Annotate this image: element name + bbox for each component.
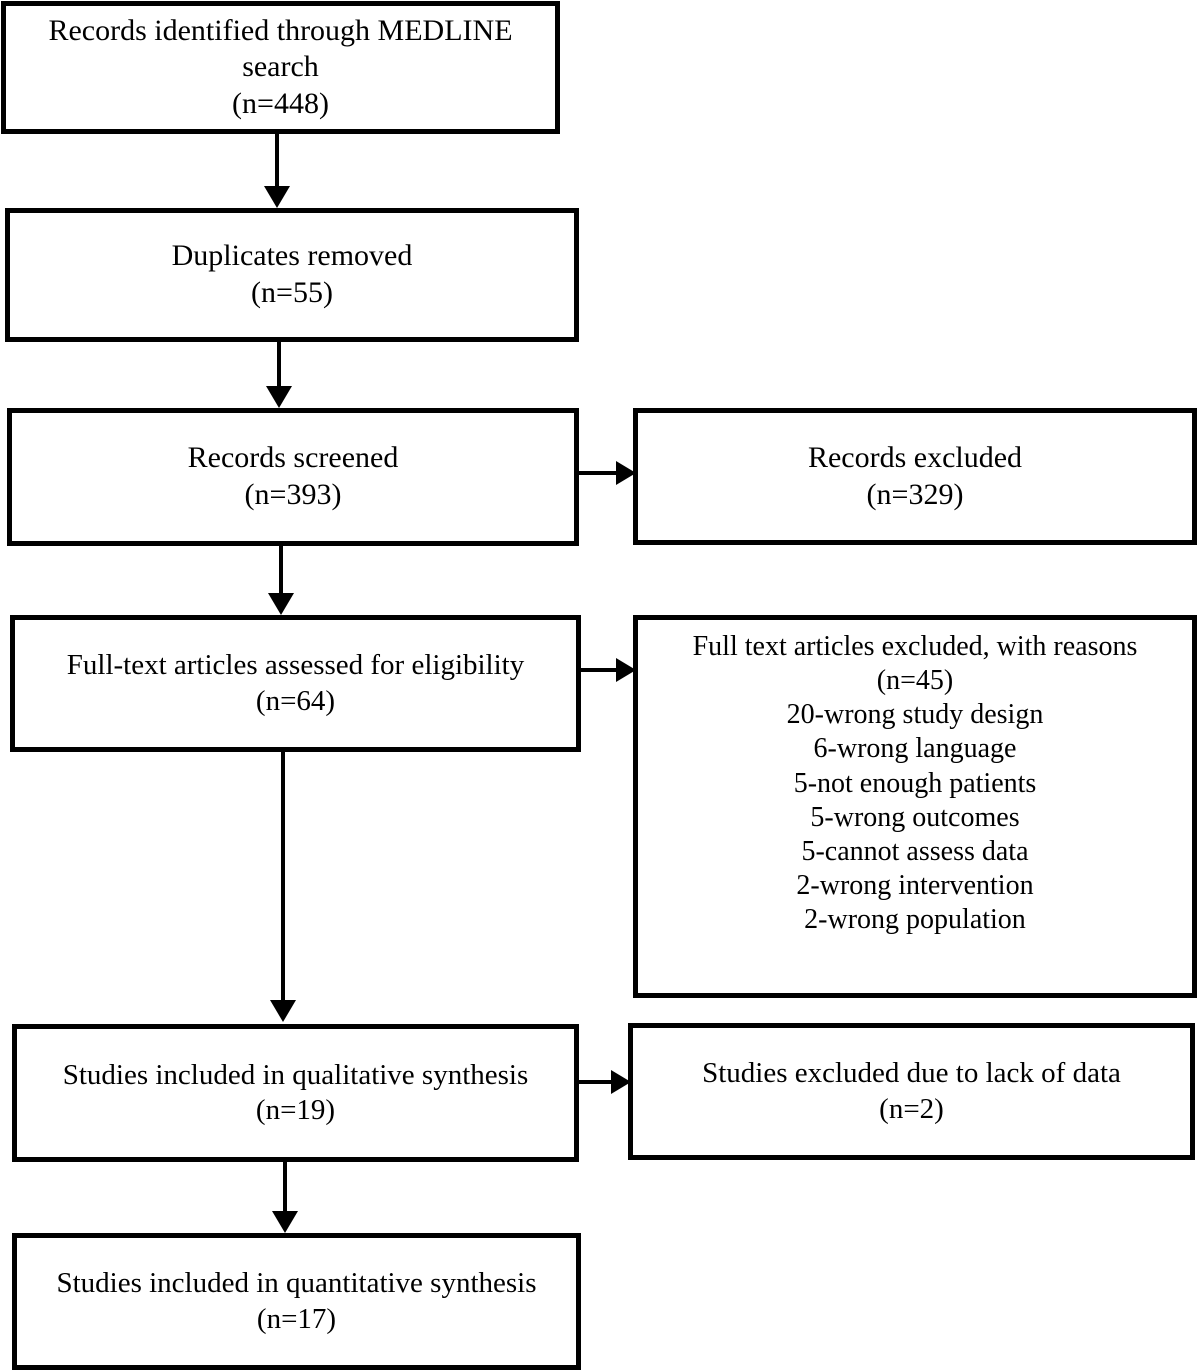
node-duplicates-removed: Duplicates removed (n=55) [5, 208, 579, 342]
connector-fulltext-to-qualitative-line [281, 752, 285, 1004]
arrow-down-icon-fulltext-to-qualitative [270, 1000, 296, 1022]
node-records-screened-label: Records screened (n=393) [187, 441, 399, 511]
node-records-excluded-label: Records excluded (n=329) [807, 440, 1023, 511]
node-studies-excluded-lack-of-data: Studies excluded due to lack of data (n=… [628, 1023, 1195, 1160]
arrow-down-icon-screened-to-fulltext [268, 593, 294, 615]
connector-fulltext-to-fulltext-excluded-line [581, 668, 619, 672]
node-qualitative-synthesis: Studies included in qualitative synthesi… [12, 1024, 579, 1162]
arrow-right-icon-fulltext-to-fulltext-excluded [616, 658, 636, 682]
connector-screened-to-fulltext-line [279, 546, 283, 596]
arrow-right-icon-screened-to-records-excluded [616, 461, 636, 485]
node-studies-excluded-lack-of-data-label: Studies excluded due to lack of data (n=… [702, 1057, 1121, 1125]
connector-qualitative-to-quantitative-line [283, 1162, 287, 1214]
node-fulltext-assessed: Full-text articles assessed for eligibil… [10, 615, 581, 752]
arrow-down-icon-identified-to-duplicates [264, 186, 290, 208]
node-fulltext-assessed-label: Full-text articles assessed for eligibil… [66, 649, 525, 717]
node-records-excluded: Records excluded (n=329) [633, 408, 1197, 545]
arrow-down-icon-duplicates-to-screened [266, 386, 292, 408]
node-quantitative-synthesis: Studies included in quantitative synthes… [12, 1233, 581, 1370]
node-qualitative-synthesis-label: Studies included in qualitative synthesi… [62, 1058, 529, 1126]
arrow-right-icon-qualitative-to-lack-of-data [611, 1070, 631, 1094]
node-duplicates-removed-label: Duplicates removed (n=55) [171, 239, 413, 309]
connector-screened-to-records-excluded-line [579, 471, 619, 475]
connector-identified-to-duplicates-line [275, 134, 279, 189]
node-records-identified-label: Records identified through MEDLINE searc… [48, 13, 513, 120]
node-fulltext-excluded-label: Full text articles excluded, with reason… [692, 631, 1138, 936]
arrow-down-icon-qualitative-to-quantitative [272, 1211, 298, 1233]
connector-qualitative-to-lack-of-data-line [579, 1080, 615, 1084]
node-records-screened: Records screened (n=393) [7, 408, 579, 546]
connector-duplicates-to-screened-line [277, 342, 281, 390]
node-records-identified: Records identified through MEDLINE searc… [1, 1, 560, 134]
node-quantitative-synthesis-label: Studies included in quantitative synthes… [56, 1267, 537, 1335]
node-fulltext-excluded-with-reasons: Full text articles excluded, with reason… [633, 615, 1197, 998]
